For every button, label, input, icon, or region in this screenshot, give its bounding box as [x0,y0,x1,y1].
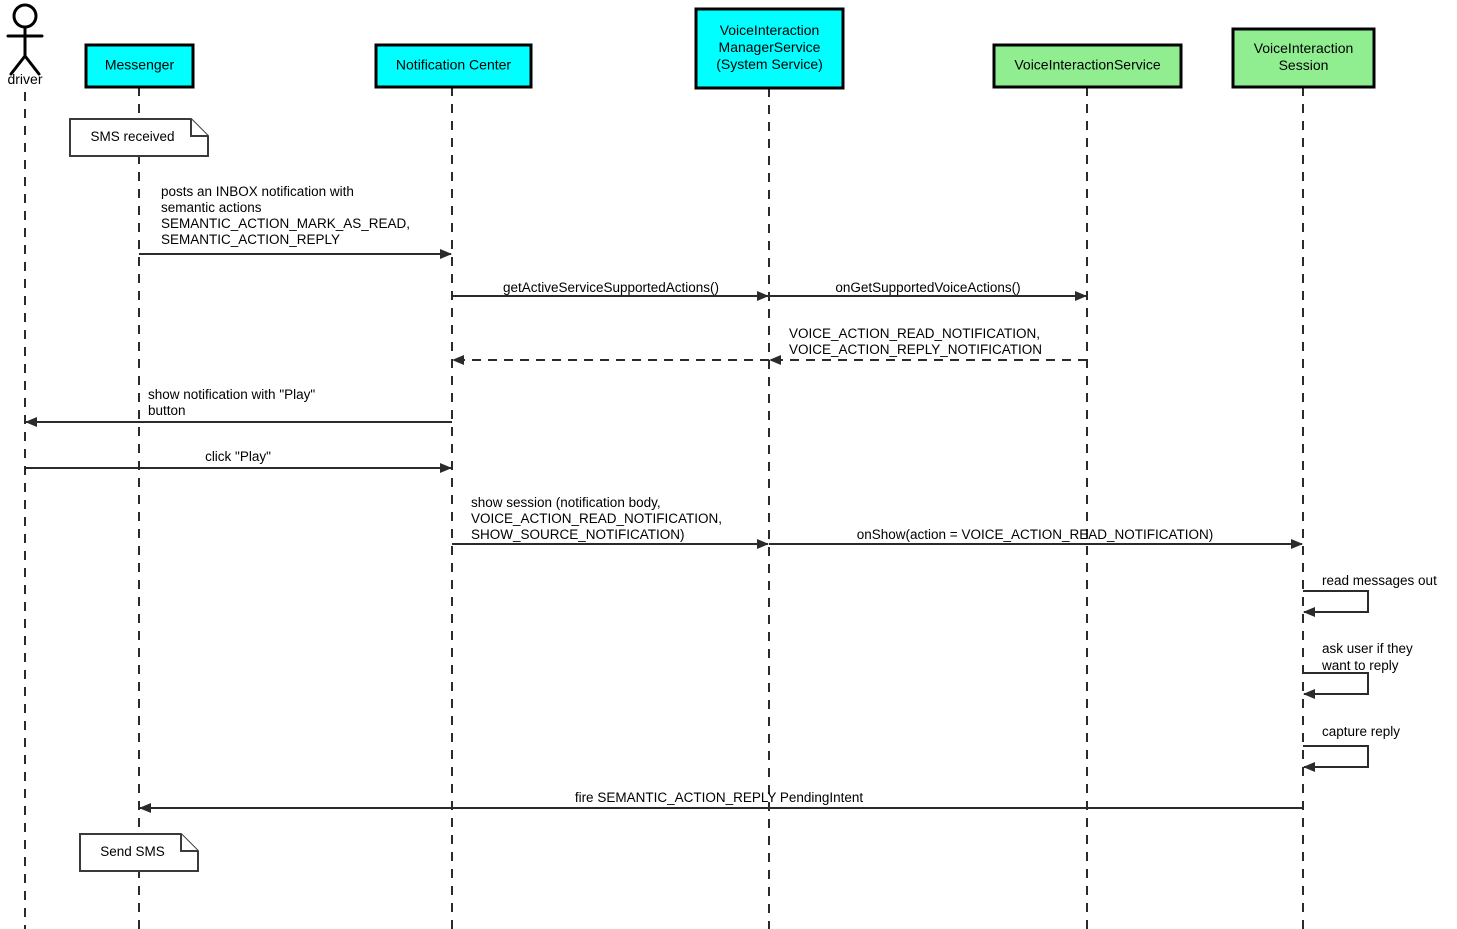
note-sms-received-fold-icon [190,119,208,137]
msg-on-show[interactable]: onShow(action = VOICE_ACTION_READ_NOTIFI… [769,527,1303,549]
note-send-sms[interactable]: Send SMS [79,833,199,872]
self-msg-capture-reply[interactable]: capture reply [1303,724,1400,772]
lifelines-layer [24,87,1304,929]
participant-label-notification-center: Notification Center [396,57,512,73]
note-send-sms-fold-icon [180,834,198,852]
actor-leg-right [23,54,41,76]
note-send-sms-label: Send SMS [100,844,165,859]
self-msg-ask-user-if-they-want-to-reply[interactable]: ask user if they want to reply [1303,641,1413,699]
self-msg-ask-user-if-they-want-to-reply-label: ask user if they [1322,641,1413,656]
msg-click-play-label: click "Play" [205,449,271,464]
participant-box-voice-interaction-session[interactable] [1231,27,1376,89]
msg-on-show-label: onShow(action = VOICE_ACTION_READ_NOTIFI… [857,527,1213,542]
msg-return-voice-actions-to-vims[interactable]: VOICE_ACTION_READ_NOTIFICATION,VOICE_ACT… [769,326,1087,365]
note-send-sms-shape [79,833,199,872]
self-msg-capture-reply-loop [1303,745,1369,772]
note-sms-received-label: SMS received [90,129,174,144]
msg-show-session[interactable]: show session (notification body,VOICE_AC… [452,495,769,549]
msg-show-notification-with-play-button-label: show notification with "Play" [148,387,315,402]
participant-messenger[interactable]: Messenger [84,43,195,89]
self-msg-ask-user-if-they-want-to-reply-label: want to reply [1321,658,1399,673]
msg-post-inbox-notification-label: semantic actions [161,200,262,215]
participant-label-voice-interaction-manager-service: VoiceInteraction [720,22,820,38]
participant-label-messenger: Messenger [105,57,175,73]
participant-label-voice-interaction-session: Session [1279,57,1329,73]
messages-layer: posts an INBOX notification withsemantic… [25,184,1303,813]
note-sms-received[interactable]: SMS received [69,118,209,157]
msg-show-notification-with-play-button[interactable]: show notification with "Play"button [25,387,452,427]
msg-get-active-service-supported-actions-label: getActiveServiceSupportedActions() [503,280,719,295]
participant-notification-center[interactable]: Notification Center [374,43,533,89]
self-msg-ask-user-if-they-want-to-reply-loop [1303,672,1369,699]
msg-on-get-supported-voice-actions[interactable]: onGetSupportedVoiceActions() [769,280,1087,301]
self-msg-read-messages-out-loop [1303,590,1369,617]
actor-head-icon [12,3,38,29]
participant-voice-interaction-service[interactable]: VoiceInteractionService [992,43,1183,89]
participant-box-voice-interaction-manager-service[interactable] [694,7,845,90]
participant-label-voice-interaction-manager-service: ManagerService [719,39,821,55]
msg-show-session-label: VOICE_ACTION_READ_NOTIFICATION, [471,511,722,526]
self-msg-read-messages-out[interactable]: read messages out [1303,573,1437,617]
actor-driver[interactable]: driver [6,3,44,87]
msg-fire-semantic-action-reply-pending-intent-label: fire SEMANTIC_ACTION_REPLY PendingIntent [575,790,864,805]
participant-box-notification-center[interactable] [374,43,533,89]
msg-show-session-label: SHOW_SOURCE_NOTIFICATION) [471,527,685,542]
msg-show-notification-with-play-button-label: button [148,403,186,418]
participant-label-voice-interaction-session: VoiceInteraction [1254,40,1354,56]
actor-leg-left [9,54,27,76]
msg-on-get-supported-voice-actions-label: onGetSupportedVoiceActions() [835,280,1020,295]
msg-post-inbox-notification[interactable]: posts an INBOX notification withsemantic… [139,184,452,259]
msg-post-inbox-notification-label: posts an INBOX notification with [161,184,354,199]
self-messages-layer: read messages out ask user if they want to… [1303,573,1437,772]
participant-label-voice-interaction-service: VoiceInteractionService [1014,57,1161,73]
participant-box-messenger[interactable] [84,43,195,89]
msg-click-play[interactable]: click "Play" [25,449,452,473]
msg-fire-semantic-action-reply-pending-intent[interactable]: fire SEMANTIC_ACTION_REPLY PendingIntent [139,790,1303,813]
note-sms-received-shape [69,118,209,157]
msg-post-inbox-notification-label: SEMANTIC_ACTION_REPLY [161,232,340,247]
participant-box-voice-interaction-service[interactable] [992,43,1183,89]
participants-layer: Messenger Notification Center VoiceInterac… [84,7,1376,90]
actor-layer: driver [6,3,44,87]
msg-get-active-service-supported-actions[interactable]: getActiveServiceSupportedActions() [452,280,769,301]
actor-label-driver: driver [7,71,42,87]
msg-post-inbox-notification-label: SEMANTIC_ACTION_MARK_AS_READ, [161,216,410,231]
msg-show-session-label: show session (notification body, [471,495,661,510]
self-msg-read-messages-out-label: read messages out [1322,573,1437,588]
participant-label-voice-interaction-manager-service: (System Service) [716,56,823,72]
msg-return-voice-actions-to-vims-label: VOICE_ACTION_REPLY_NOTIFICATION [789,342,1042,357]
msg-return-voice-actions-to-vims-label: VOICE_ACTION_READ_NOTIFICATION, [789,326,1040,341]
self-msg-capture-reply-label: capture reply [1322,724,1400,739]
